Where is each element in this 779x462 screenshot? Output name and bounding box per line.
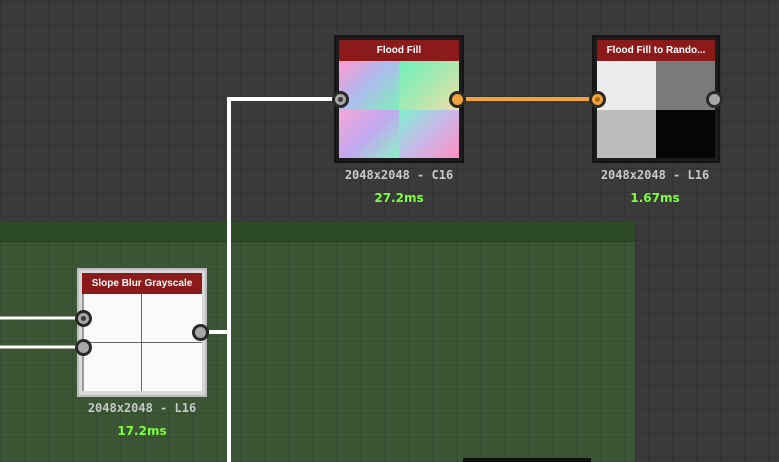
node-title: Flood Fill to Rando... bbox=[597, 40, 715, 61]
flood-fill-random-resolution: 2048x2048 - L16 bbox=[600, 168, 710, 182]
slope-blur-input-port-1[interactable] bbox=[75, 310, 92, 327]
slope-blur-time: 17.2ms bbox=[117, 424, 167, 438]
node-flood-fill[interactable]: Flood Fill bbox=[334, 35, 464, 163]
node-thumbnail bbox=[339, 61, 459, 158]
flood-fill-random-time: 1.67ms bbox=[630, 191, 680, 205]
slope-blur-resolution: 2048x2048 - L16 bbox=[87, 401, 197, 415]
flood-fill-time: 27.2ms bbox=[374, 191, 424, 205]
flood-fill-input-port[interactable] bbox=[332, 91, 349, 108]
slope-blur-input-port-2[interactable] bbox=[75, 339, 92, 356]
flood-fill-random-input-port[interactable] bbox=[589, 91, 606, 108]
comment-frame-header[interactable] bbox=[0, 221, 635, 242]
node-title: Flood Fill bbox=[339, 40, 459, 61]
node-thumbnail bbox=[82, 294, 202, 391]
node-title: Slope Blur Grayscale bbox=[82, 273, 202, 294]
flood-fill-random-output-port[interactable] bbox=[706, 91, 723, 108]
flood-fill-resolution: 2048x2048 - C16 bbox=[344, 168, 454, 182]
slope-blur-output-port[interactable] bbox=[192, 324, 209, 341]
partial-node-edge[interactable] bbox=[463, 458, 591, 462]
node-slope-blur-grayscale[interactable]: Slope Blur Grayscale bbox=[77, 268, 207, 397]
node-flood-fill-to-random[interactable]: Flood Fill to Rando... bbox=[592, 35, 720, 163]
node-thumbnail bbox=[597, 61, 715, 158]
flood-fill-output-port[interactable] bbox=[449, 91, 466, 108]
